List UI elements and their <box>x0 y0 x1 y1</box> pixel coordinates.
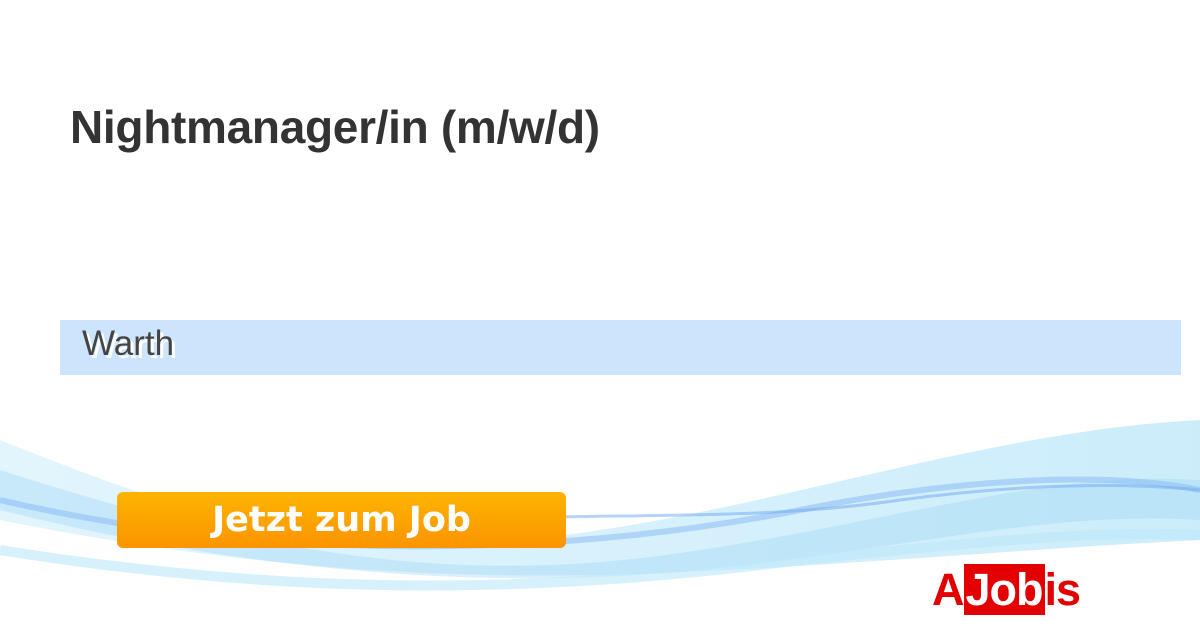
location-bar: Warth <box>60 320 1181 375</box>
location-text: Warth <box>82 324 175 363</box>
ajobis-logo[interactable]: AJobis <box>932 564 1082 615</box>
apply-job-button[interactable]: Jetzt zum Job <box>117 492 566 548</box>
job-title: Nightmanager/in (m/w/d) <box>70 101 600 153</box>
logo-text-job: Job <box>963 564 1045 615</box>
logo-text-a: A <box>932 564 964 615</box>
logo-text-is: is <box>1044 564 1082 615</box>
